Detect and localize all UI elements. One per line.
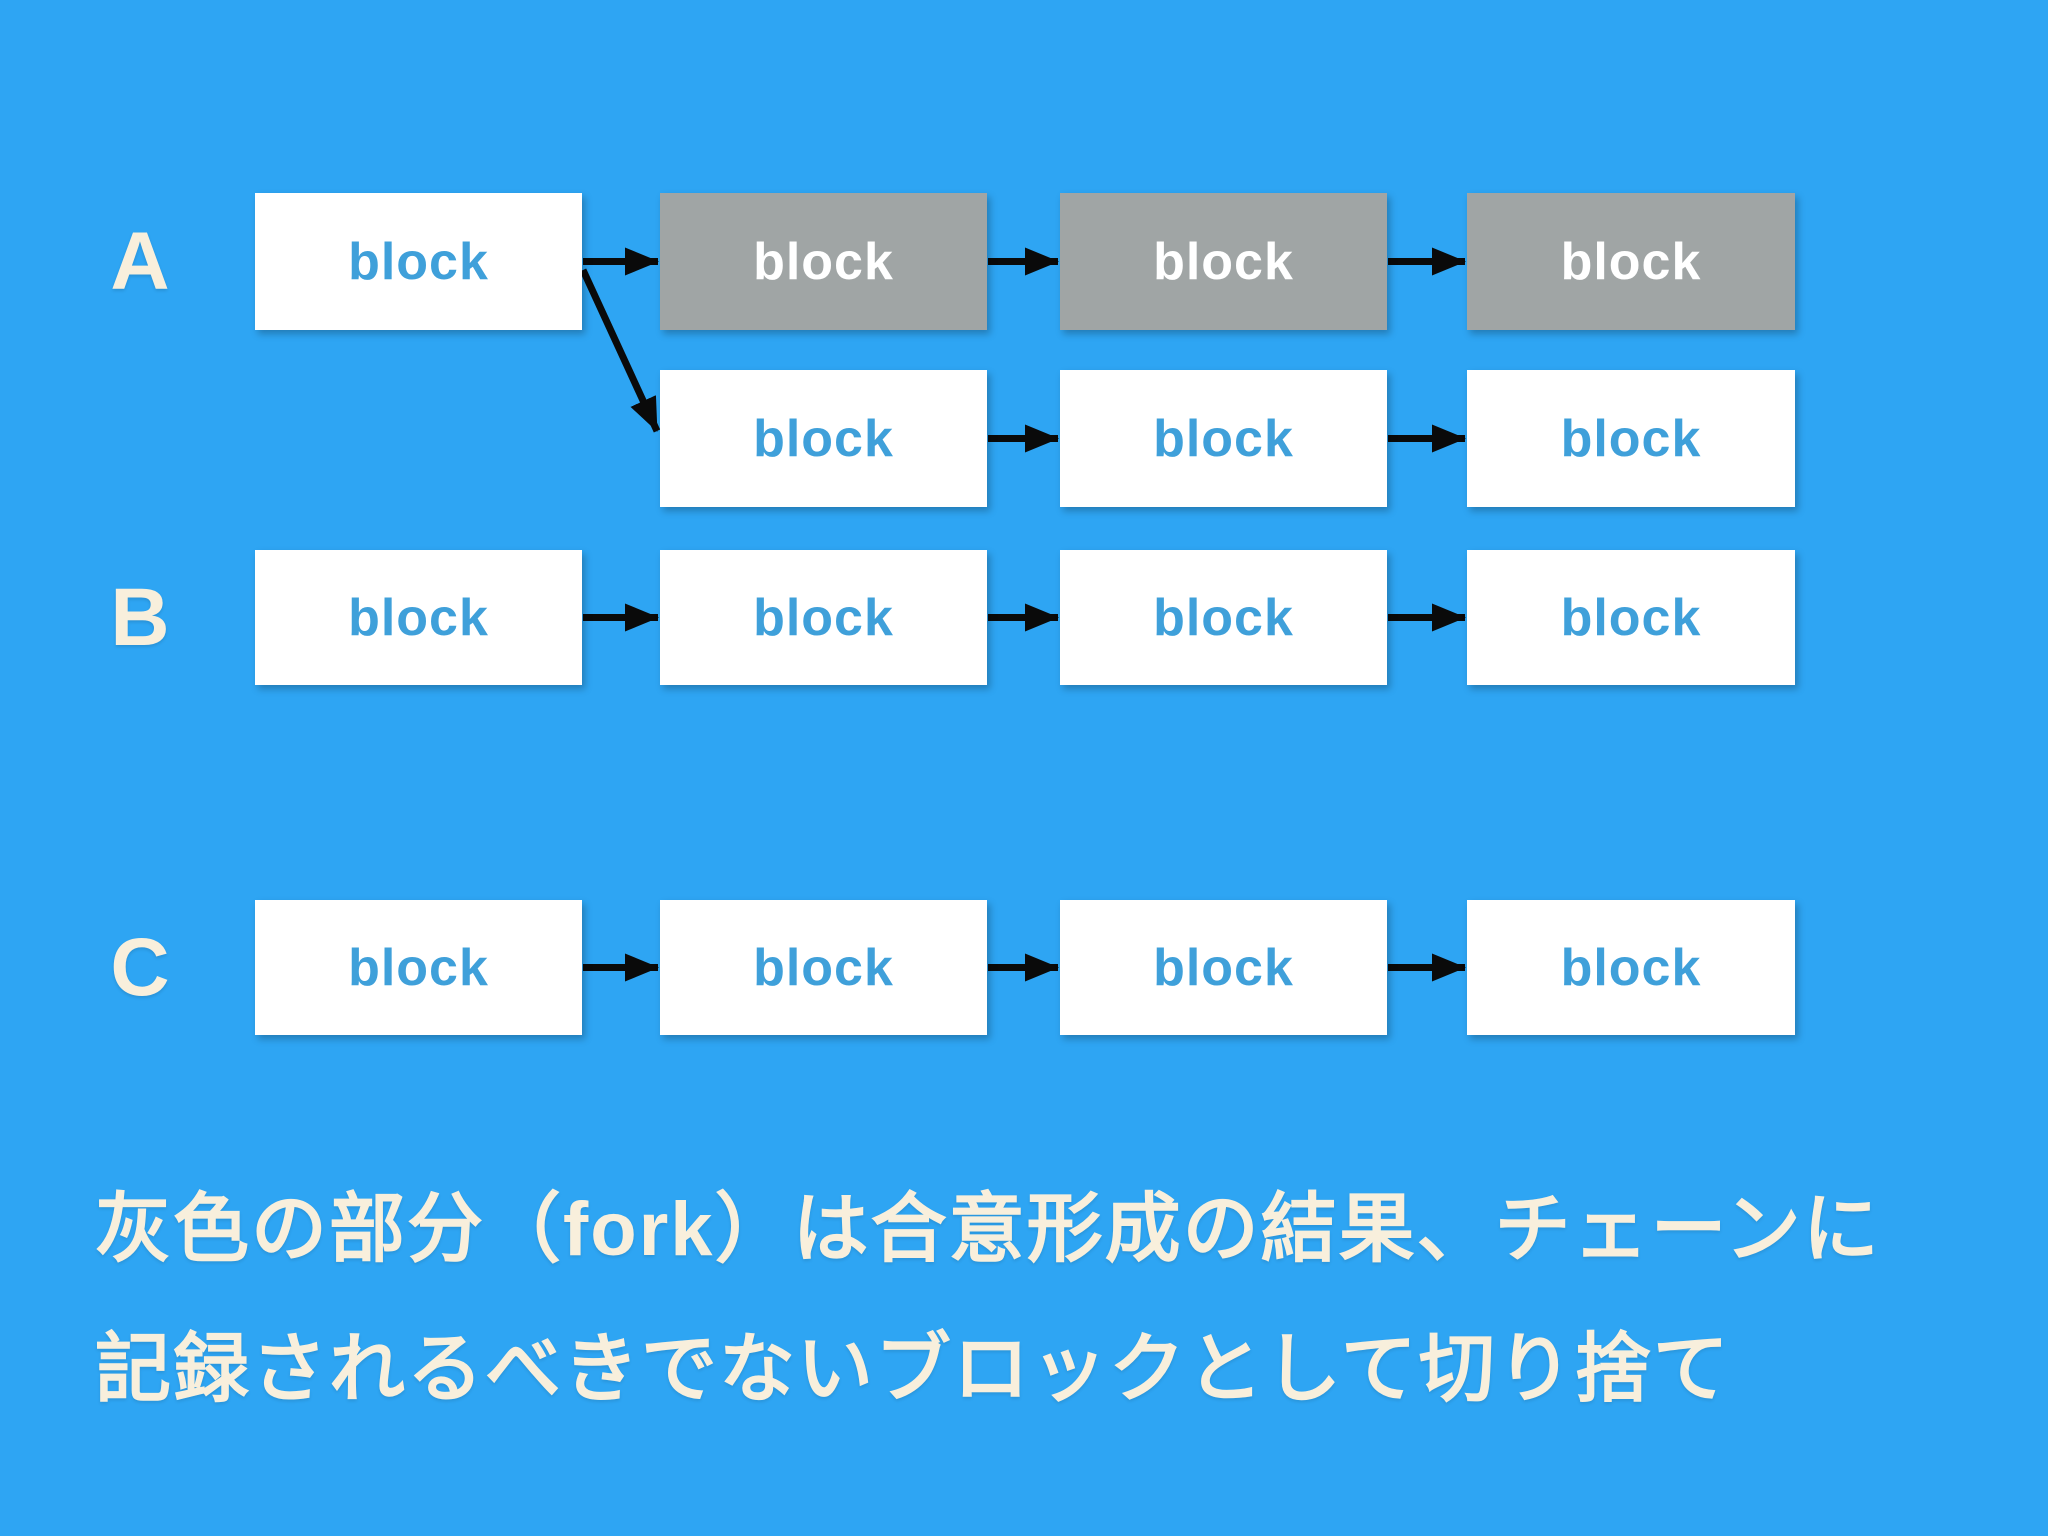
caption-line-1: 灰色の部分（fork）は合意形成の結果、チェーンに xyxy=(95,1187,1881,1272)
caption-line-2: 記録されるべきでないブロックとして切り捨て xyxy=(95,1327,1731,1412)
chain-b-block-3: block xyxy=(1060,550,1387,685)
chain-a-main-block-2: block xyxy=(660,193,987,330)
chain-a-main-block-4: block xyxy=(1467,193,1795,330)
chain-c-block-4: block xyxy=(1467,900,1795,1035)
caption: 灰色の部分（fork）は合意形成の結果、チェーンに 記録されるべきでないブロック… xyxy=(95,1160,1881,1440)
chain-a-main-block-1: block xyxy=(255,193,582,330)
chain-b-block-2: block xyxy=(660,550,987,685)
chain-label-b: B xyxy=(110,571,170,663)
chain-a-fork-block-1: block xyxy=(660,370,987,507)
chain-label-c: C xyxy=(110,921,170,1013)
chain-c-block-3: block xyxy=(1060,900,1387,1035)
chain-a-fork-block-3: block xyxy=(1467,370,1795,507)
chain-label-a: A xyxy=(110,215,170,307)
chain-a-fork-block-2: block xyxy=(1060,370,1387,507)
chain-c-block-2: block xyxy=(660,900,987,1035)
chain-b-block-4: block xyxy=(1467,550,1795,685)
arrow xyxy=(579,268,661,433)
chain-c-block-1: block xyxy=(255,900,582,1035)
chain-b-block-1: block xyxy=(255,550,582,685)
chain-a-main-block-3: block xyxy=(1060,193,1387,330)
